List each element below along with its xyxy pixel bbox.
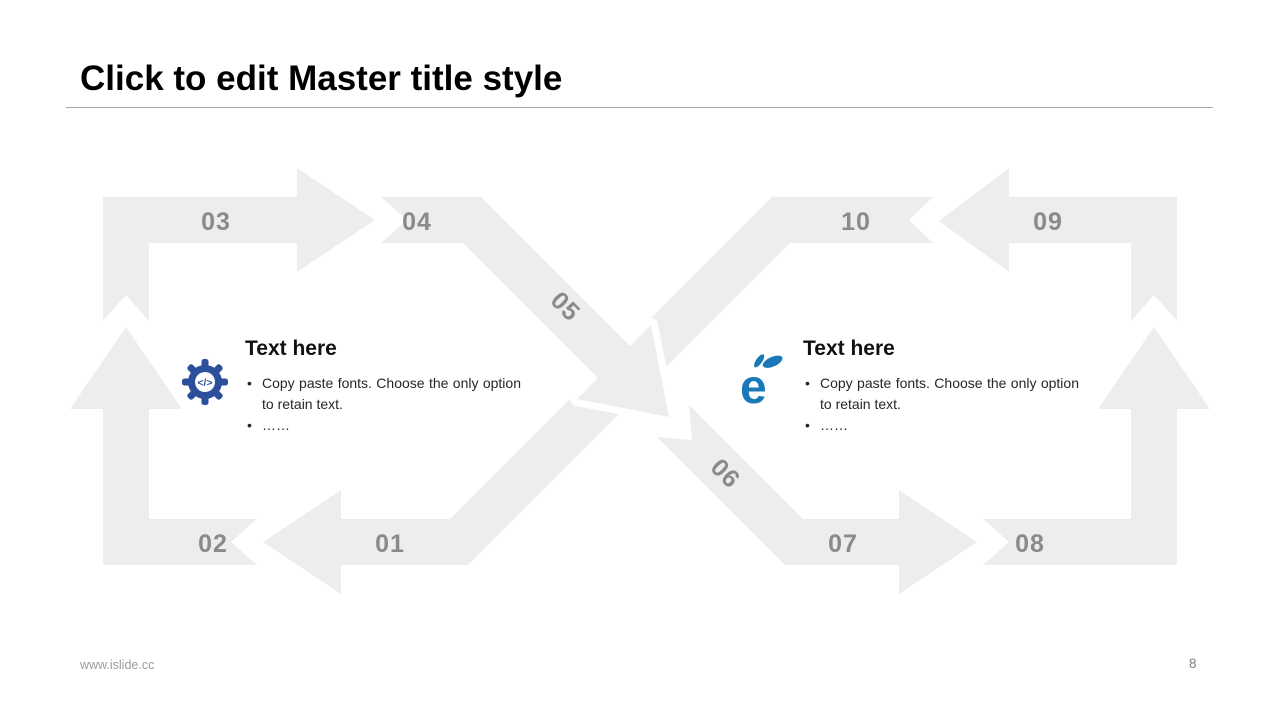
step-label-02: 02 bbox=[198, 530, 228, 558]
step-label-10: 10 bbox=[841, 208, 871, 236]
arrow-segment-02 bbox=[70, 327, 257, 565]
panel-heading: Text here bbox=[245, 337, 337, 360]
footer-page-number: 8 bbox=[1189, 656, 1197, 671]
bullet-item: Copy paste fonts. Choose the only option… bbox=[245, 373, 521, 415]
arrow-segment-03 bbox=[103, 168, 375, 321]
arrow-segment-06-07 bbox=[657, 405, 977, 594]
panel-body: Text here Copy paste fonts. Choose the o… bbox=[803, 336, 1079, 436]
panel-heading: Text here bbox=[803, 337, 895, 360]
bullet-list: Copy paste fonts. Choose the only option… bbox=[245, 373, 521, 436]
text-panel-left: </> Text here Copy paste fonts. Choose t… bbox=[181, 336, 521, 436]
text-panel-right: e Text here Copy paste fonts. Choose the… bbox=[739, 336, 1079, 436]
arrow-segment-08 bbox=[983, 327, 1210, 565]
step-label-07: 07 bbox=[828, 530, 858, 558]
bullet-item: Copy paste fonts. Choose the only option… bbox=[803, 373, 1079, 415]
svg-text:e: e bbox=[740, 361, 767, 411]
step-label-03: 03 bbox=[201, 208, 231, 236]
step-label-09: 09 bbox=[1033, 208, 1063, 236]
islide-logo-icon: e bbox=[740, 354, 783, 411]
bullet-item: …… bbox=[245, 415, 521, 436]
bullet-item: …… bbox=[803, 415, 1079, 436]
gear-code-icon: </> bbox=[182, 359, 228, 405]
step-label-01: 01 bbox=[375, 530, 405, 558]
arrow-segment-09 bbox=[939, 168, 1177, 321]
page-title: Click to edit Master title style bbox=[80, 59, 563, 98]
footer-website: www.islide.cc bbox=[80, 658, 155, 672]
step-label-04: 04 bbox=[402, 208, 432, 236]
bullet-list: Copy paste fonts. Choose the only option… bbox=[803, 373, 1079, 436]
arrow-segment-04-05 bbox=[374, 190, 676, 424]
svg-text:</>: </> bbox=[197, 377, 212, 389]
panel-body: Text here Copy paste fonts. Choose the o… bbox=[245, 336, 521, 436]
step-label-08: 08 bbox=[1015, 530, 1045, 558]
title-divider bbox=[66, 107, 1213, 108]
